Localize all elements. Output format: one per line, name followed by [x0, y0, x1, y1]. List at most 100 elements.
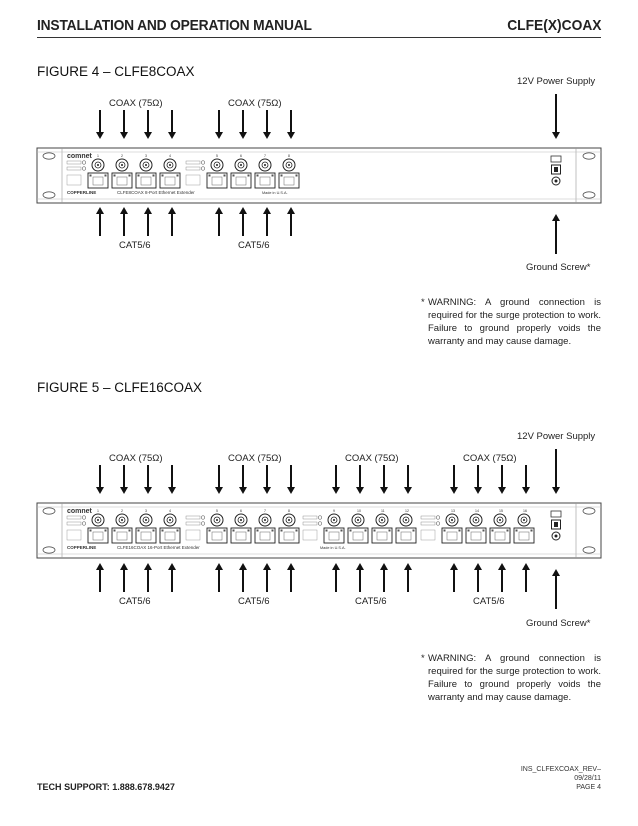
rj45-led: [128, 174, 131, 177]
rj45-led: [530, 529, 533, 532]
figure-5-coax-label-2: COAX (75Ω): [228, 453, 282, 464]
arrow-head: [287, 207, 295, 214]
port-number: 1: [97, 154, 99, 158]
bnc-pin: [451, 519, 453, 521]
figure-5-cat-label-2: CAT5/6: [238, 596, 270, 607]
figure-5-ground-arrow: [552, 569, 560, 609]
status-led: [317, 521, 323, 526]
rj45-led: [373, 529, 376, 532]
mounting-hole: [582, 152, 596, 160]
rj45-led: [113, 529, 116, 532]
figure-5-power-label: 12V Power Supply: [517, 431, 596, 442]
status-led: [81, 521, 87, 526]
rj45-socket: [259, 531, 271, 541]
arrow-head: [356, 563, 364, 570]
port-number: 6: [240, 509, 242, 513]
rj45-socket: [446, 531, 458, 541]
status-label: [420, 521, 436, 526]
bnc-pin: [405, 519, 407, 521]
rj45-led: [161, 174, 164, 177]
rj45-led: [208, 174, 211, 177]
indicator-block: [302, 529, 318, 541]
status-label: [66, 521, 82, 526]
status-label: [66, 515, 82, 520]
arrow-head: [120, 563, 128, 570]
rj45-socket: [376, 531, 388, 541]
indicator-block: [185, 174, 201, 186]
bnc-pin: [288, 164, 290, 166]
arrow-head: [356, 487, 364, 494]
ground-screw-center: [554, 179, 558, 183]
bnc-pin: [264, 164, 266, 166]
arrow-head: [120, 132, 128, 139]
rj45-led: [223, 174, 226, 177]
mounting-hole: [42, 546, 56, 554]
port-number: 7: [264, 509, 266, 513]
figure-4-coax-arrow: [96, 110, 104, 139]
device-brand-logo: comnet: [67, 508, 93, 515]
device-made-text: Made in U.S.A.: [320, 546, 346, 550]
rj45-led: [152, 174, 155, 177]
figure-4-coax-arrow: [215, 110, 223, 139]
bnc-pin: [145, 519, 147, 521]
bnc-pin: [240, 164, 242, 166]
rj45-led: [232, 529, 235, 532]
ground-screw-center: [554, 534, 558, 538]
device-brand-logo: comnet: [67, 153, 93, 160]
device-model-text: CLFE8COAX 8-Port Ethernet Extender: [117, 190, 195, 195]
footer-date: 09/28/11: [574, 775, 601, 782]
port-number: 2: [121, 154, 123, 158]
rj45-socket: [470, 531, 482, 541]
arrow-head: [144, 207, 152, 214]
status-led: [317, 515, 323, 520]
rj45-socket: [140, 176, 152, 186]
rj45-socket: [283, 531, 295, 541]
figure-4-coax-arrow: [120, 110, 128, 139]
figure-5-coax-arrow: [120, 465, 128, 494]
rj45-socket: [164, 531, 176, 541]
rj45-led: [491, 529, 494, 532]
arrow-head: [450, 563, 458, 570]
rj45-socket: [116, 531, 128, 541]
figure-4-cat-arrow: [120, 207, 128, 236]
footer-page: PAGE 4: [576, 784, 601, 791]
figure-5-cat-arrow: [120, 563, 128, 592]
figure-5-cat-arrow: [263, 563, 271, 592]
rj45-socket: [494, 531, 506, 541]
arrow-head: [144, 487, 152, 494]
figure-4-ground-arrow: [552, 214, 560, 254]
figure-4-coax-arrow: [144, 110, 152, 139]
figure-5-cat-arrow: [356, 563, 364, 592]
arrow-head: [144, 563, 152, 570]
mounting-hole: [42, 152, 56, 160]
rj45-led: [271, 529, 274, 532]
bnc-pin: [333, 519, 335, 521]
figure-5-cat-arrow: [498, 563, 506, 592]
status-led: [81, 515, 87, 520]
figure-4-cat-arrow: [263, 207, 271, 236]
figure-5-coax-label-1: COAX (75Ω): [109, 453, 163, 464]
rj45-socket: [140, 531, 152, 541]
bnc-pin: [97, 164, 99, 166]
bnc-pin: [264, 519, 266, 521]
figure-5-warning-text: WARNING: A ground connection is required…: [428, 653, 601, 703]
arrow-head: [215, 487, 223, 494]
port-number: 4: [169, 154, 171, 158]
figure-4-cat-label-1: CAT5/6: [119, 240, 151, 251]
figure-4-warning: * WARNING: A ground connection is requir…: [421, 296, 601, 348]
bnc-pin: [216, 164, 218, 166]
rj45-led: [152, 529, 155, 532]
rj45-socket: [92, 176, 104, 186]
figure-5-coax-arrow: [404, 465, 412, 494]
status-label: [185, 166, 201, 171]
arrow-head: [263, 563, 271, 570]
indicator-block: [66, 529, 82, 541]
rj45-socket: [259, 176, 271, 186]
figure-5-coax-arrow: [380, 465, 388, 494]
status-label: [185, 515, 201, 520]
rj45-led: [349, 529, 352, 532]
document-title: INSTALLATION AND OPERATION MANUAL: [37, 17, 312, 34]
bnc-pin: [240, 519, 242, 521]
rj45-led: [280, 529, 283, 532]
rj45-led: [89, 529, 92, 532]
